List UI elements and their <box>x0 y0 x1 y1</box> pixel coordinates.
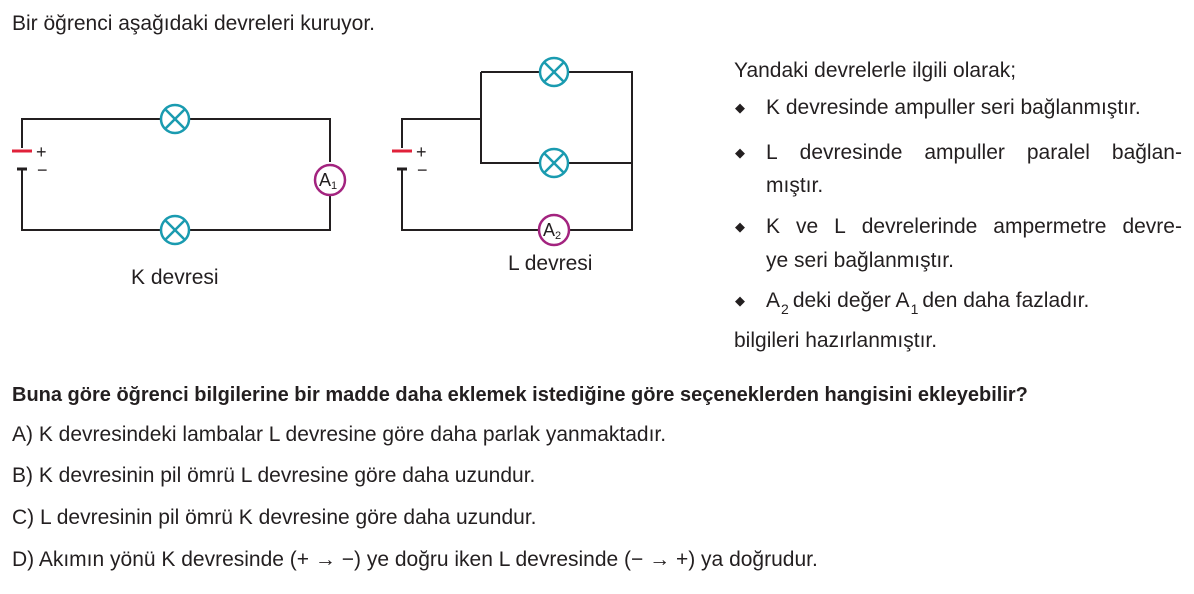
info-item-4-middle: deki değer A <box>792 289 910 312</box>
battery-k-minus-sign: − <box>37 160 48 180</box>
bullet-icon: ◆ <box>735 219 745 234</box>
ammeter-l-label: A2 <box>543 219 561 244</box>
info-item-4-a: A <box>766 289 781 312</box>
bullet-icon: ◆ <box>735 145 745 160</box>
circuit-k-caption: K devresi <box>131 266 219 289</box>
info-item-1: K devresinde ampuller seri bağlanmıştır. <box>766 96 1141 119</box>
info-item-4-end: den daha fazladır. <box>922 289 1090 312</box>
info-item-3-line-1: K ve L devrelerinde ampermetre devre- <box>766 215 1182 239</box>
battery-k <box>12 149 32 171</box>
battery-l <box>392 149 412 171</box>
info-item-2-word: devresinde <box>799 141 903 164</box>
lamp-k-top <box>159 103 191 135</box>
info-footer: bilgileri hazırlanmıştır. <box>734 329 938 352</box>
option-b[interactable]: B) K devresinin pil ömrü L devresine gör… <box>12 464 536 487</box>
info-item-2-word: bağlan- <box>1111 141 1182 164</box>
info-item-3-word: ve <box>795 215 819 238</box>
question-text: Buna göre öğrenci bilgilerine bir madde … <box>12 384 1028 406</box>
info-item-4-sub-b: 1 <box>910 301 919 317</box>
ammeter-l <box>537 213 571 247</box>
circuit-k-wires <box>21 118 331 231</box>
info-item-2-line-2: mıştır. <box>766 174 824 197</box>
circuit-l <box>392 56 633 247</box>
battery-l-minus-sign: − <box>417 160 428 180</box>
bullet-icon: ◆ <box>735 100 745 115</box>
info-item-2-line-1: L devresinde ampuller paralel bağlan- <box>766 141 1182 165</box>
lamp-k-bottom <box>159 214 191 246</box>
ammeter-l-index: 2 <box>555 230 562 242</box>
info-item-3-word: devre- <box>1122 215 1182 238</box>
info-item-2-word: ampuller <box>924 141 1005 164</box>
ammeter-k-letter: A <box>319 170 332 190</box>
bullet-icon: ◆ <box>735 293 745 308</box>
option-c[interactable]: C) L devresinin pil ömrü K devresine gör… <box>12 506 537 529</box>
intro-text: Bir öğrenci aşağıdaki devreleri kuruyor. <box>12 12 376 35</box>
option-a[interactable]: A) K devresindeki lambalar L devresine g… <box>12 423 667 446</box>
option-d[interactable]: D) Akımın yönü K devresinde (+ → −) ye d… <box>12 548 818 571</box>
info-item-3-word: K <box>766 215 781 238</box>
battery-k-plus-sign: + <box>36 142 47 162</box>
lamp-l-top <box>538 56 570 88</box>
info-item-2-word: L <box>766 141 778 164</box>
lamp-l-bottom <box>538 147 570 179</box>
info-item-3-word: L <box>834 215 846 238</box>
info-item-3-line-2: ye seri bağlanmıştır. <box>766 249 954 272</box>
info-item-4-sub-a: 2 <box>781 301 789 317</box>
circuit-l-wires <box>401 71 633 231</box>
info-item-3-word: ampermetre <box>993 215 1107 238</box>
ammeter-l-letter: A <box>543 220 556 240</box>
circuit-l-caption: L devresi <box>508 252 593 275</box>
ammeter-k-index: 1 <box>331 180 338 192</box>
info-item-3-word: devrelerinde <box>861 215 978 238</box>
info-item-2-word: paralel <box>1026 141 1090 164</box>
battery-l-plus-sign: + <box>416 142 427 162</box>
circuit-k <box>12 103 347 246</box>
ammeter-k-label: A1 <box>319 169 337 194</box>
info-heading: Yandaki devrelerle ilgili olarak; <box>734 59 1017 82</box>
ammeter-k <box>313 163 347 197</box>
